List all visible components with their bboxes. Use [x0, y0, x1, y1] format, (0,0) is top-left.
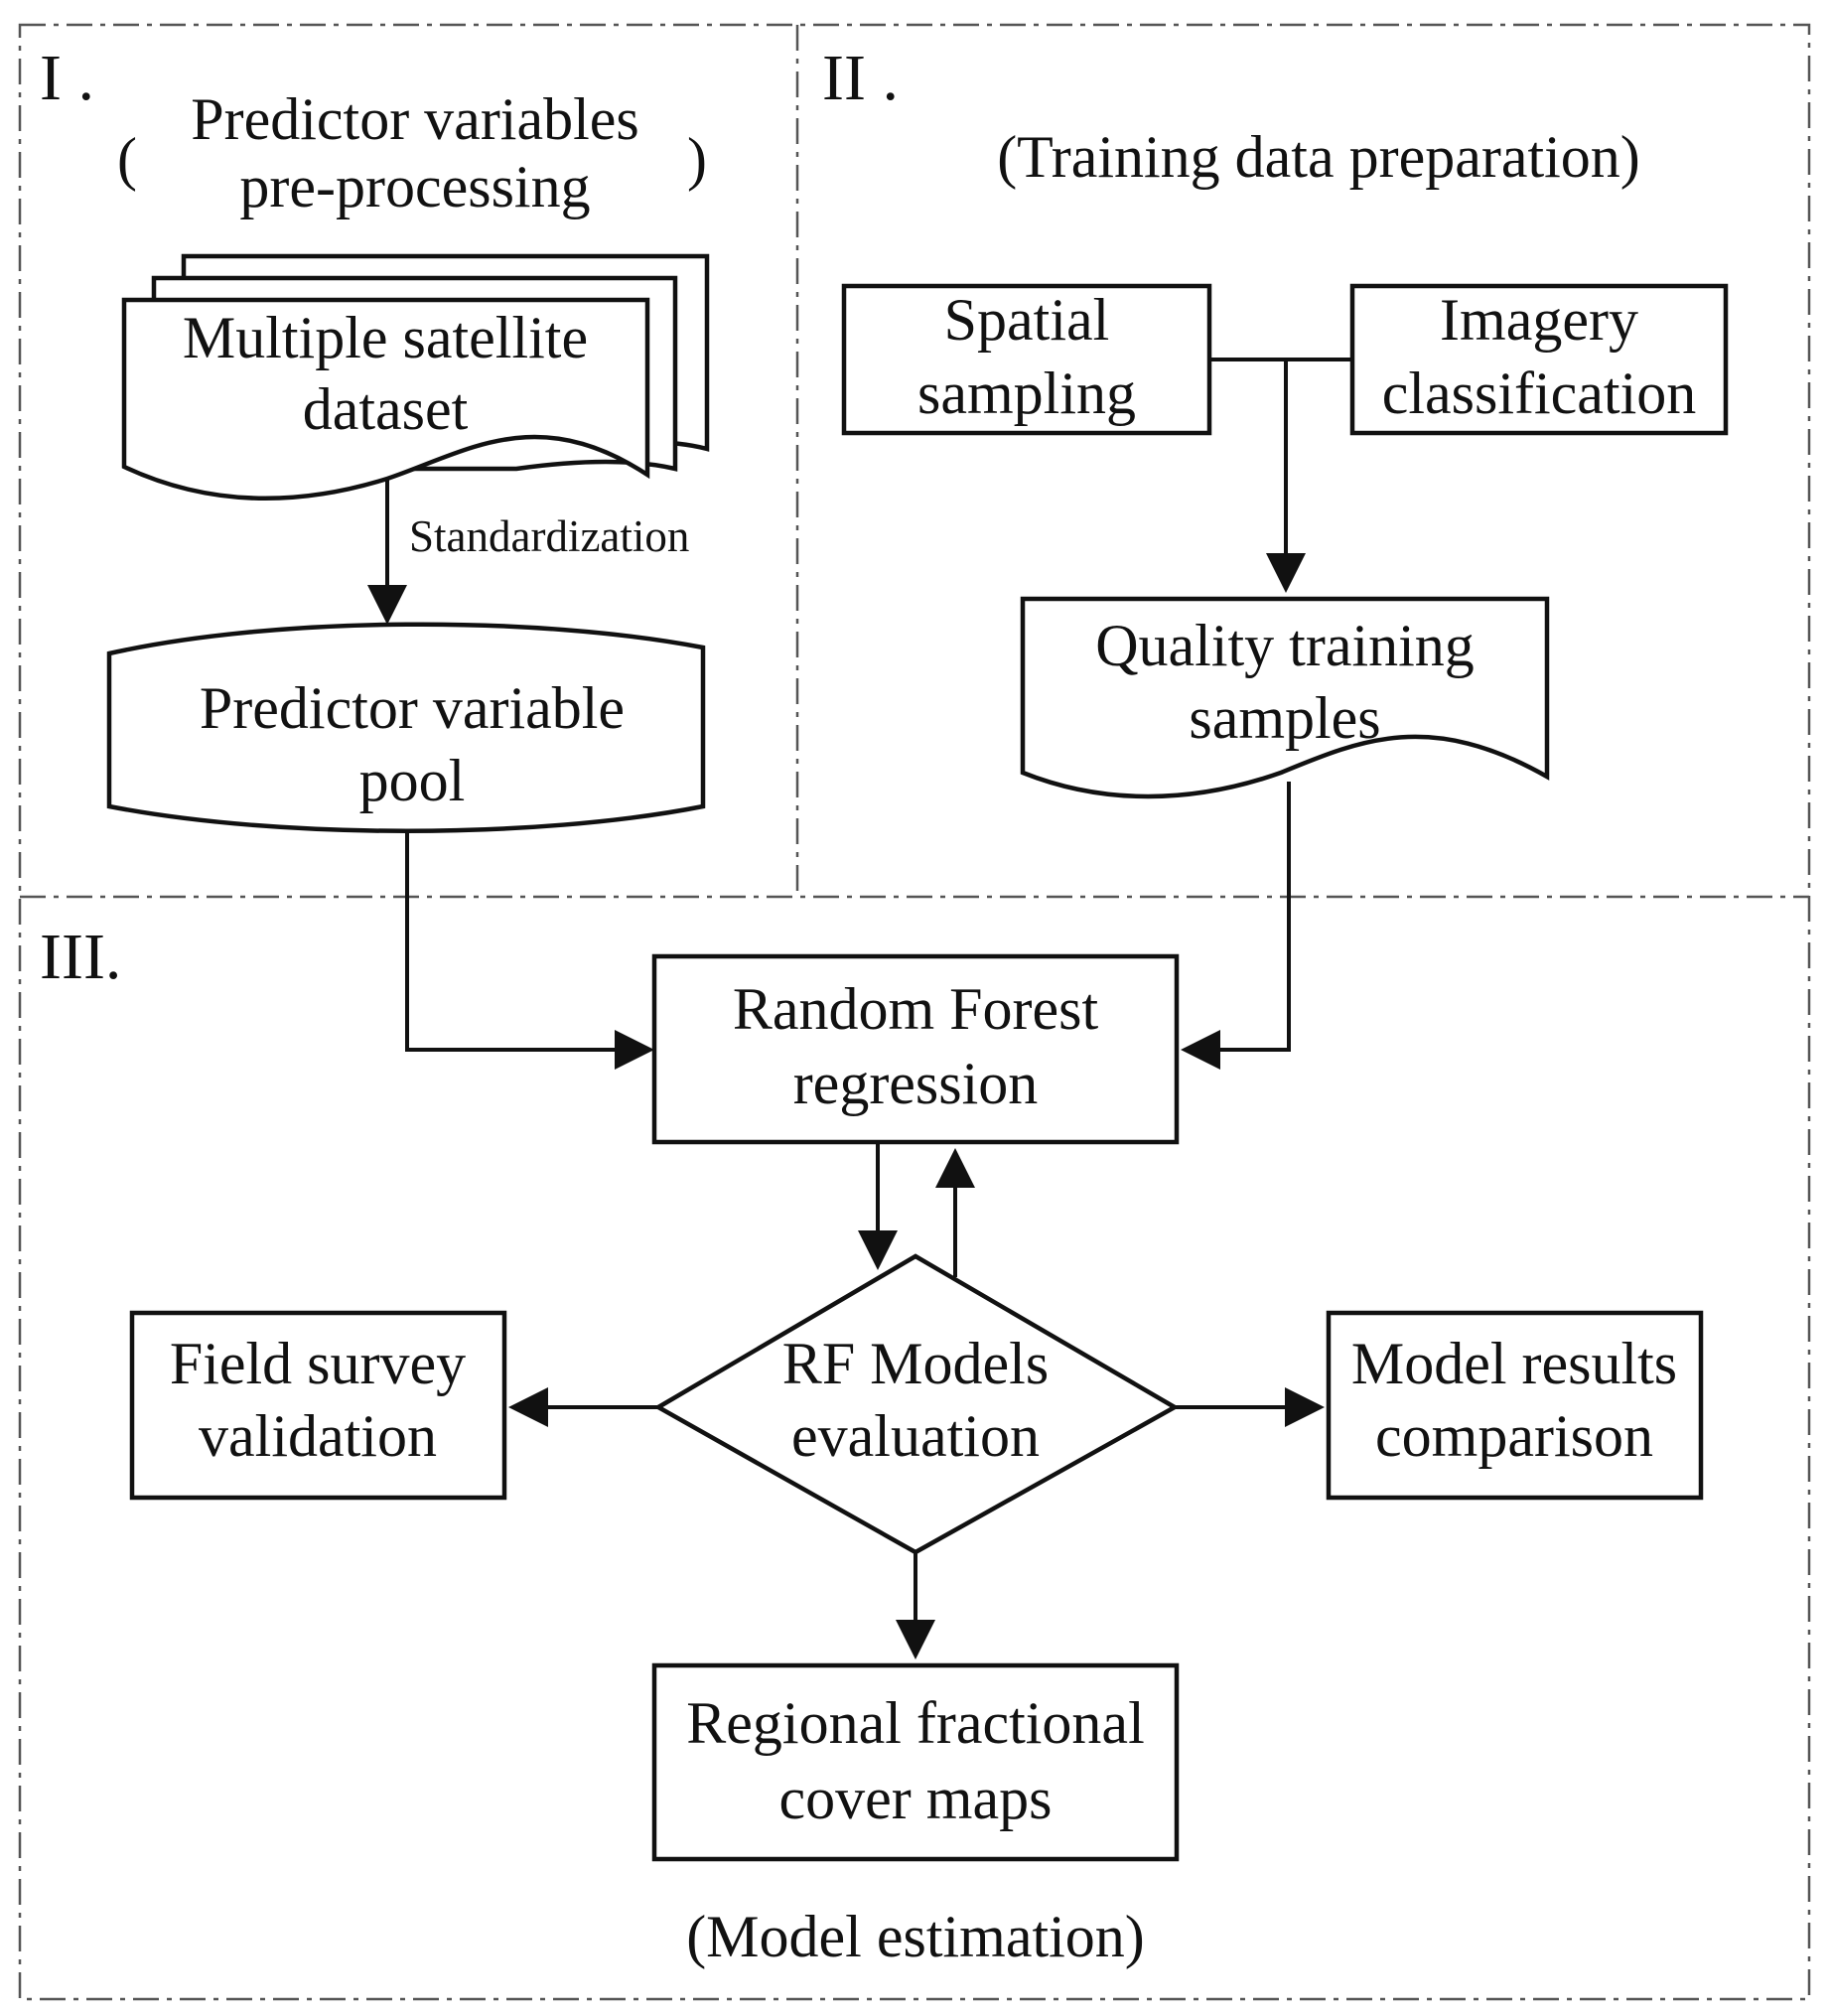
eval-label-line2: evaluation [791, 1403, 1040, 1469]
section-2-header: II . (Training data preparation) [822, 42, 1640, 190]
rf-label-line2: regression [793, 1051, 1039, 1116]
eval-diamond [653, 1253, 1180, 1555]
rf-box [651, 953, 1180, 1145]
imagery-label-line2: classification [1382, 360, 1697, 426]
pool-shape [106, 622, 706, 833]
quality-doc-shape [1020, 596, 1550, 799]
section-borders [18, 23, 1811, 2001]
section-2-title: (Training data preparation) [997, 124, 1640, 190]
arrow-pool-to-rf [405, 829, 654, 1070]
connectors: Standardization [367, 358, 1352, 1659]
compare-box [1326, 1310, 1704, 1501]
satellite-label-line2: dataset [303, 376, 469, 442]
section-3-header: III. (Model estimation) [40, 921, 1145, 1969]
spatial-box [841, 283, 1212, 436]
section-3-title: (Model estimation) [686, 1904, 1145, 1969]
spatial-label-line2: sampling [917, 360, 1136, 426]
section-1-header: I . ( Predictor variables pre-processing… [40, 42, 707, 219]
compare-label-line1: Model results [1351, 1331, 1677, 1396]
node-rf-evaluation: RF Models evaluation [653, 1253, 1180, 1555]
node-field-validation: Field survey validation [129, 1310, 507, 1501]
section-2-numeral: II . [822, 42, 899, 114]
field-box [129, 1310, 507, 1501]
node-spatial-sampling: Spatial sampling [841, 283, 1212, 436]
eval-label-line1: RF Models [782, 1331, 1049, 1396]
outer-border [18, 23, 1811, 2001]
maps-box [651, 1662, 1180, 1862]
node-results-comparison: Model results comparison [1326, 1310, 1704, 1501]
pool-label-line1: Predictor variable [200, 675, 625, 741]
compare-label-line2: comparison [1375, 1403, 1653, 1469]
imagery-label-line1: Imagery [1440, 287, 1638, 353]
section-3-numeral: III. [40, 921, 121, 993]
maps-label-line1: Regional fractional [686, 1690, 1144, 1756]
arrow-quality-to-rf [1181, 782, 1291, 1070]
section-1-paren-open: ( [117, 126, 137, 192]
quality-label-line2: samples [1189, 685, 1380, 751]
section-1-title-line1: Predictor variables [191, 86, 639, 152]
pool-label-line2: pool [359, 748, 466, 813]
spatial-label-line1: Spatial [944, 287, 1110, 353]
quality-label-line1: Quality training [1095, 613, 1475, 678]
node-satellite-dataset: Multiple satellite dataset [121, 253, 710, 501]
maps-label-line2: cover maps [779, 1766, 1053, 1831]
imagery-box [1349, 283, 1729, 436]
node-quality-samples: Quality training samples [1020, 596, 1550, 799]
field-label-line2: validation [199, 1403, 437, 1469]
node-cover-maps: Regional fractional cover maps [651, 1662, 1180, 1862]
node-imagery-classification: Imagery classification [1349, 283, 1729, 436]
section-1-title-line2: pre-processing [239, 154, 590, 219]
rf-label-line1: Random Forest [733, 976, 1099, 1042]
node-rf-regression: Random Forest regression [651, 953, 1180, 1145]
section-1-paren-close: ) [687, 126, 707, 192]
doc-stack-front [121, 297, 650, 501]
standardization-label: Standardization [409, 511, 689, 561]
satellite-label-line1: Multiple satellite [183, 305, 588, 370]
section-1-numeral: I . [40, 42, 94, 114]
node-predictor-pool: Predictor variable pool [106, 622, 706, 833]
field-label-line1: Field survey [170, 1331, 466, 1396]
